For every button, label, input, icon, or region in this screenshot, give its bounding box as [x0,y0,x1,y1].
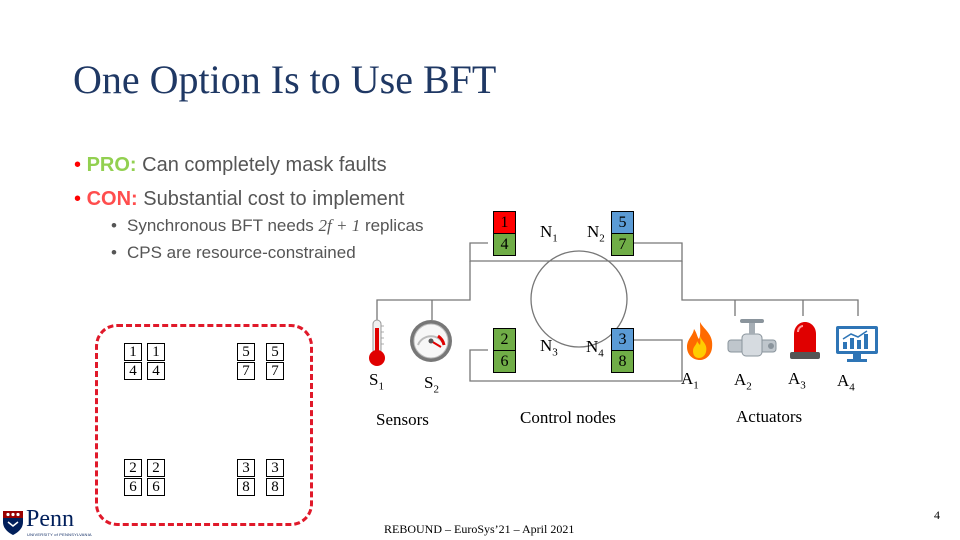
sensor-label-s1: S1 [369,370,384,393]
node-label-n3: N3 [540,336,558,359]
replica-box: 2 [124,459,142,477]
pro-label: PRO: [86,154,137,176]
replica-box: 6 [147,478,165,496]
replica-box: 2 [147,459,165,477]
actuators-group-label: Actuators [736,407,803,426]
node-label-n1: N1 [540,222,558,245]
replica-box: 3 [237,459,255,477]
node-label-n2: N2 [587,222,605,245]
replica-box: 1 [147,343,165,361]
actuator-label-a3: A3 [788,369,806,392]
replica-box: 4 [124,362,142,380]
replica-box: 1 [124,343,142,361]
penn-logo: Penn UNIVERSITY of PENNSYLVANIA [0,506,92,540]
page-number: 4 [934,508,940,522]
con-text: Substantial cost to implement [137,188,405,210]
penn-subtext: UNIVERSITY of PENNSYLVANIA [27,532,92,537]
monitor-chart-icon [836,326,878,362]
control-node-n2-bottom: 7 [611,233,634,256]
penn-shield-icon [3,511,23,535]
actuator-label-a4: A4 [837,371,855,394]
replica-box: 8 [237,478,255,496]
footer-text: REBOUND – EuroSys’21 – April 2021 [384,522,575,536]
slide-title: One Option Is to Use BFT [73,57,497,102]
control-nodes-group-label: Control nodes [520,408,616,427]
thermometer-icon [369,319,385,366]
replica-box: 7 [266,362,284,380]
dashed-replica-group [95,324,313,526]
control-node-n3-top: 2 [493,328,516,351]
siren-icon [790,322,820,359]
bullet-pro: • PRO: Can completely mask faults [74,154,387,176]
actuator-label-a1: A1 [681,369,699,392]
replica-box: 5 [266,343,284,361]
sub-bullet-replicas: •Synchronous BFT needs 2f + 1 replicas [111,216,424,235]
control-node-n4-top: 3 [611,328,634,351]
control-node-n1-bottom: 4 [493,233,516,256]
control-node-n4-bottom: 8 [611,350,634,373]
replica-box: 3 [266,459,284,477]
sub-bullet-resources: •CPS are resource-constrained [111,243,356,262]
replica-box: 4 [147,362,165,380]
control-node-n3-bottom: 6 [493,350,516,373]
sensor-label-s2: S2 [424,373,439,396]
actuator-label-a2: A2 [734,370,752,393]
control-node-n2-top: 5 [611,211,634,234]
fire-icon [687,322,713,360]
node-label-n4: N4 [586,337,604,360]
replica-box: 6 [124,478,142,496]
bullet-con: • CON: Substantial cost to implement [74,188,405,210]
replica-box: 7 [237,362,255,380]
pressure-gauge-icon [410,320,452,362]
pro-text: Can completely mask faults [136,154,387,176]
con-label: CON: [86,188,138,210]
control-node-n1-top: 1 [493,211,516,234]
penn-wordmark: Penn [26,506,74,532]
sensors-group-label: Sensors [376,410,429,429]
replica-box: 8 [266,478,284,496]
valve-icon [727,319,777,357]
replica-box: 5 [237,343,255,361]
replica-formula: 2f + 1 [318,216,361,235]
bullet-list: • PRO: Can completely mask faults • CON:… [74,148,424,266]
